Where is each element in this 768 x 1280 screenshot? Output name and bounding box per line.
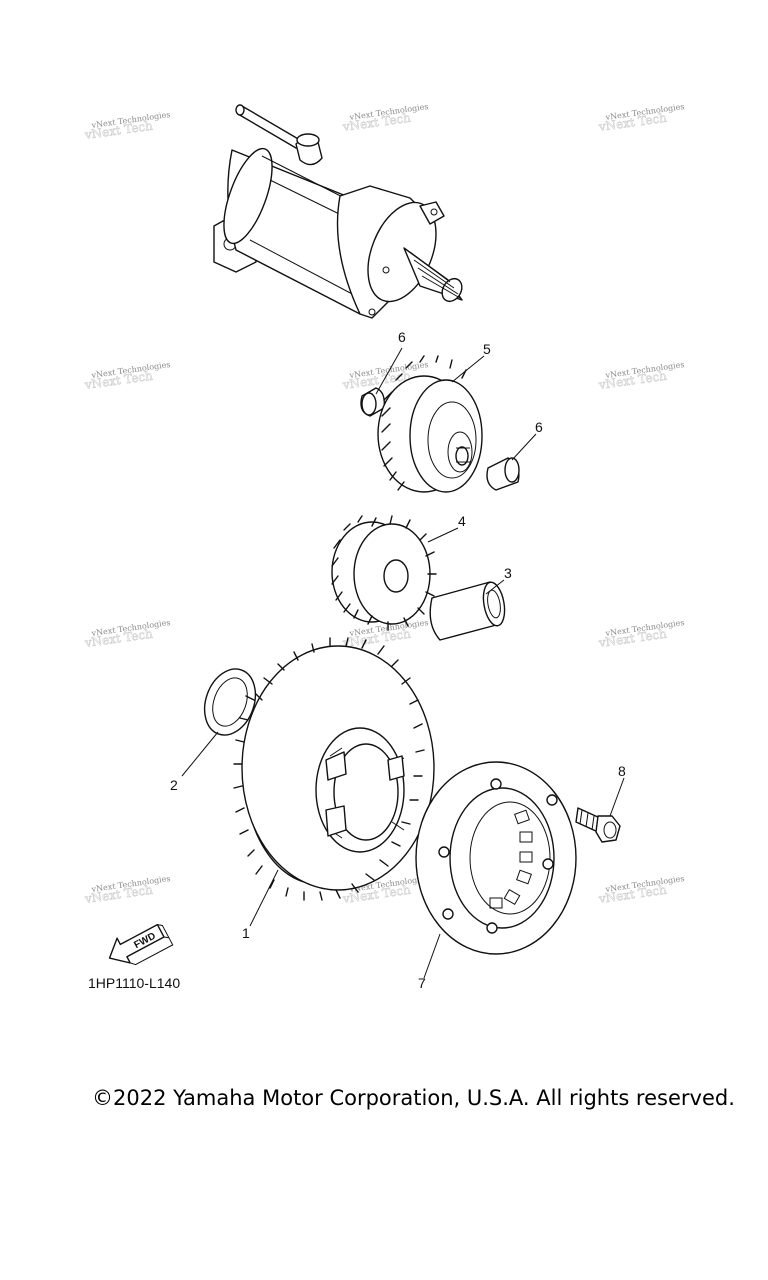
callout-labels: 6 5 6 4 3 2 1 7 8	[170, 329, 626, 991]
callout-2: 2	[170, 777, 178, 793]
watermark: vNext Tech vNext Technologies	[597, 102, 685, 134]
part-1-starter-wheel-gear	[233, 637, 435, 901]
leader-line	[511, 433, 537, 461]
watermark: vNext Tech vNext Technologies	[597, 360, 685, 392]
diagram-part-code: 1HP1110-L140	[88, 975, 180, 991]
part-6-bushing-lower	[486, 457, 520, 491]
part-7-one-way-clutch	[415, 761, 577, 955]
callout-1: 1	[242, 925, 250, 941]
leader-line	[609, 777, 625, 817]
callout-7: 7	[418, 975, 426, 991]
callout-3: 3	[504, 565, 512, 581]
leader-line	[181, 731, 219, 777]
watermark: vNext Tech vNext Technologies	[83, 618, 171, 650]
watermark: vNext Tech vNext Technologies	[83, 360, 171, 392]
callout-5: 5	[483, 341, 491, 357]
fwd-label: FWD	[132, 931, 157, 951]
part-3-shaft	[429, 581, 506, 641]
part-5-idler-gear	[377, 355, 483, 493]
watermark: vNext Tech vNext Technologies	[597, 618, 685, 650]
callout-6b: 6	[535, 419, 543, 435]
fwd-arrow-icon: FWD	[108, 923, 174, 966]
watermark: vNext Tech vNext Technologies	[597, 874, 685, 906]
watermark: vNext Tech vNext Technologies	[83, 110, 171, 142]
callout-8: 8	[618, 763, 626, 779]
part-6-bushing-upper	[360, 387, 386, 417]
leader-line	[427, 527, 459, 543]
leader-line	[249, 869, 279, 927]
leader-line	[375, 347, 403, 395]
leader-line	[485, 579, 505, 595]
starter-motor	[213, 104, 463, 319]
leader-line	[451, 355, 485, 383]
copyright-notice: ©2022 Yamaha Motor Corporation, U.S.A. A…	[92, 1086, 735, 1110]
leader-line	[423, 933, 441, 979]
part-8-bolt	[575, 807, 621, 843]
callout-6a: 6	[398, 329, 406, 345]
part-4-gear	[331, 515, 437, 631]
leader-lines	[181, 347, 625, 979]
watermark: vNext Tech vNext Technologies	[83, 874, 171, 906]
watermark: vNext Tech vNext Technologies	[341, 102, 429, 134]
callout-4: 4	[458, 513, 466, 529]
